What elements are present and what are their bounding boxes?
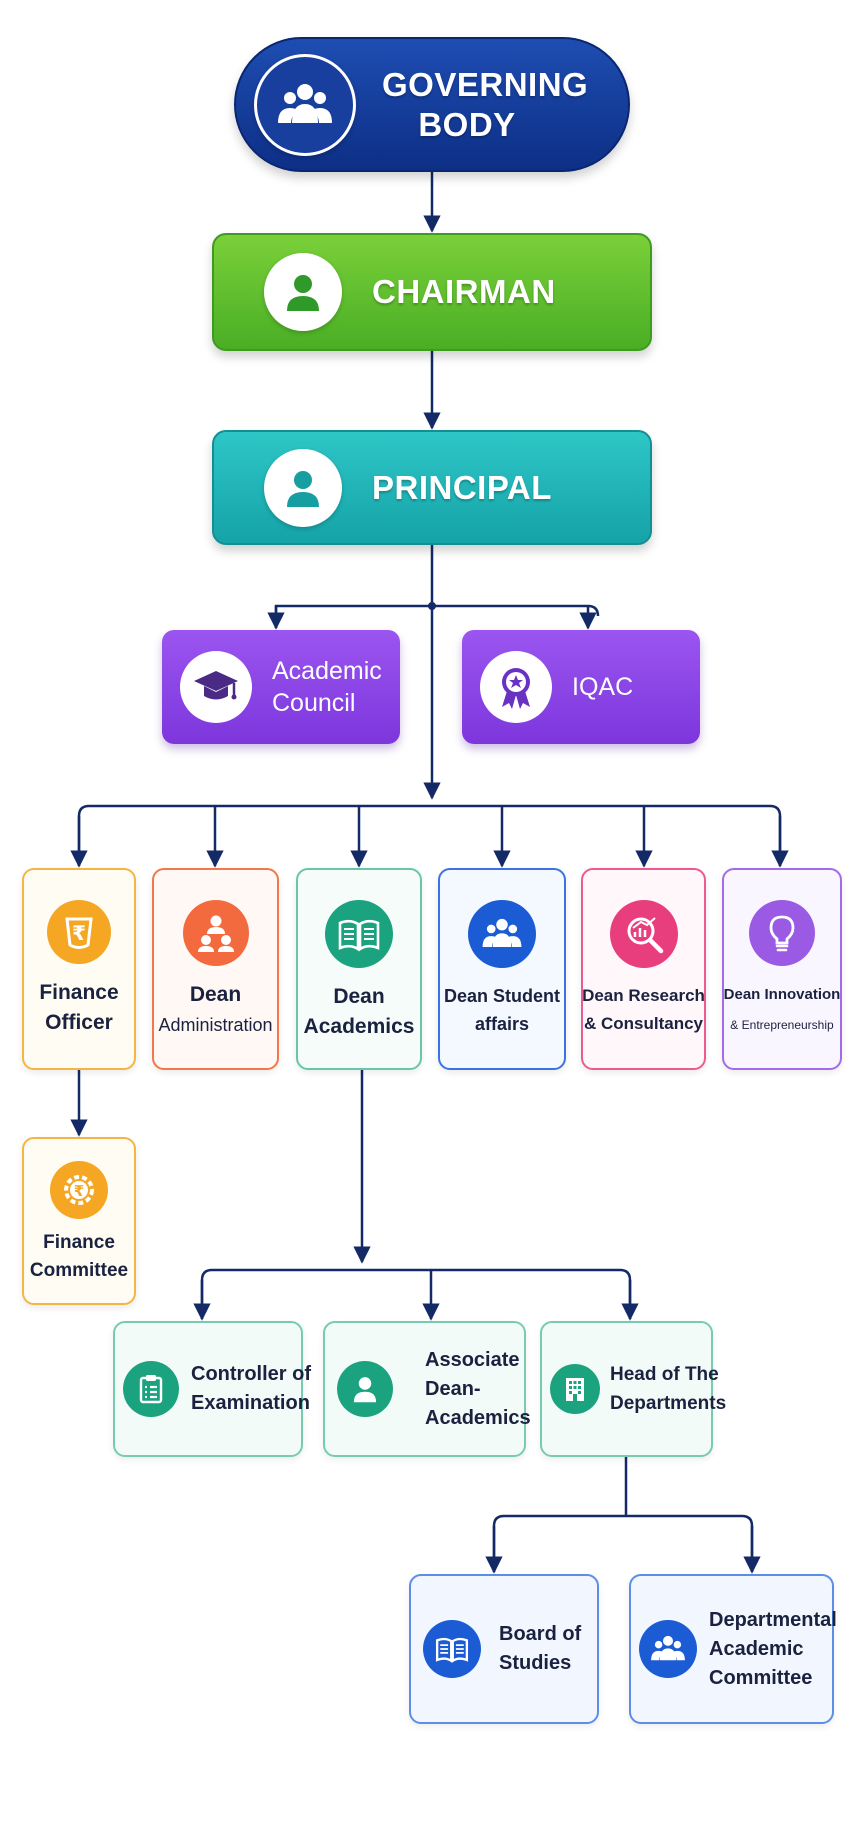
associate-label-line1: Associate	[425, 1348, 520, 1371]
associate-dean-academics-node: Associate Dean- Academics	[323, 1321, 531, 1457]
edge-deans-bar	[77, 804, 782, 866]
iqac-label: IQAC	[572, 673, 634, 701]
dean-academics-label-line1: Dean	[333, 985, 385, 1008]
controller-label-line1: Controller of	[191, 1363, 311, 1385]
open-book-icon	[325, 900, 393, 968]
bos-label-line2: Studies	[499, 1652, 572, 1674]
dean-academics-label-line2: Academics	[303, 1015, 415, 1038]
dean-innovation-label-line2: & Entrepreneurship	[730, 1018, 834, 1032]
dean-administration-label-line1: Dean	[189, 983, 242, 1006]
finance-officer-label-line2: Officer	[45, 1011, 113, 1034]
head-of-departments-node: Head of The Departments	[540, 1321, 726, 1457]
board-of-studies-node: Board of Studies	[409, 1574, 599, 1724]
departmental-academic-committee-node: Departmental Academic Committee	[629, 1574, 837, 1724]
finance-officer-node: ₹ Finance Officer	[22, 868, 136, 1070]
hod-label-line2: Departments	[610, 1393, 727, 1414]
graduation-cap-icon	[180, 651, 252, 723]
dean-student-affairs-label-line1: Dean Student	[443, 986, 560, 1006]
finance-committee-label-line1: Finance	[43, 1232, 115, 1253]
associate-label-line2: Dean-	[425, 1377, 481, 1400]
award-ribbon-icon	[480, 651, 552, 723]
people-group-icon	[639, 1620, 697, 1678]
hod-label-line1: Head of The	[610, 1364, 719, 1385]
dean-student-affairs-label-line2: affairs	[474, 1014, 529, 1034]
dac-label-line1: Departmental	[709, 1608, 837, 1631]
edge-hod-bar	[492, 1514, 754, 1572]
dean-innovation-node: Dean Innovation & Entrepreneurship	[722, 868, 842, 1070]
bos-label-line1: Board of	[499, 1623, 582, 1645]
governing-body-node: GOVERNING BODY	[234, 37, 630, 172]
people-group-icon	[254, 53, 356, 156]
dean-research-label-line1: Dean Research	[582, 986, 705, 1005]
open-book-icon	[423, 1620, 481, 1678]
academic-council-node: Academic Council	[162, 630, 400, 744]
dac-label-line3: Committee	[709, 1666, 813, 1689]
chairman-node: CHAIRMAN	[212, 233, 652, 351]
edge-academics-bar	[200, 1268, 632, 1319]
dean-research-node: Dean Research & Consultancy	[581, 868, 706, 1070]
principal-label: PRINCIPAL	[372, 468, 552, 506]
edge-principal-council-bar	[274, 604, 600, 628]
clipboard-icon	[123, 1361, 179, 1417]
controller-label-line2: Examination	[191, 1392, 310, 1414]
governing-body-label-line2: BODY	[418, 105, 516, 143]
person-icon	[264, 253, 342, 331]
chairman-label: CHAIRMAN	[372, 273, 556, 310]
person-icon	[337, 1361, 393, 1417]
svg-text:₹: ₹	[72, 921, 86, 945]
dac-label-line2: Academic	[709, 1637, 804, 1660]
rupee-gear-icon: ₹	[50, 1161, 108, 1219]
person-icon	[264, 448, 342, 527]
rupee-badge-icon: ₹	[47, 900, 111, 964]
iqac-node: IQAC	[462, 630, 700, 744]
dean-innovation-label-line1: Dean Innovation	[723, 986, 841, 1003]
dean-administration-node: Dean Administration	[152, 868, 279, 1070]
people-group-icon	[468, 900, 536, 968]
finance-officer-label-line1: Finance	[39, 981, 119, 1004]
dean-administration-label-line2: Administration	[158, 1015, 273, 1035]
governing-body-label-line1: GOVERNING	[382, 65, 589, 103]
dean-student-affairs-node: Dean Student affairs	[438, 868, 566, 1070]
lightbulb-icon	[749, 900, 815, 966]
academic-council-label-line2: Council	[272, 689, 356, 717]
associate-label-line3: Academics	[425, 1406, 531, 1429]
dean-research-label-line2: & Consultancy	[583, 1014, 704, 1033]
finance-committee-node: ₹ Finance Committee	[22, 1137, 136, 1305]
svg-text:₹: ₹	[74, 1182, 84, 1200]
team-hierarchy-icon	[182, 900, 249, 966]
academic-council-label-line1: Academic	[272, 657, 382, 685]
dean-academics-node: Dean Academics	[296, 868, 422, 1070]
magnifier-chart-icon	[609, 900, 678, 968]
controller-of-examination-node: Controller of Examination	[113, 1321, 311, 1457]
building-icon	[550, 1364, 600, 1414]
principal-node: PRINCIPAL	[212, 430, 652, 545]
finance-committee-label-line2: Committee	[29, 1260, 129, 1281]
